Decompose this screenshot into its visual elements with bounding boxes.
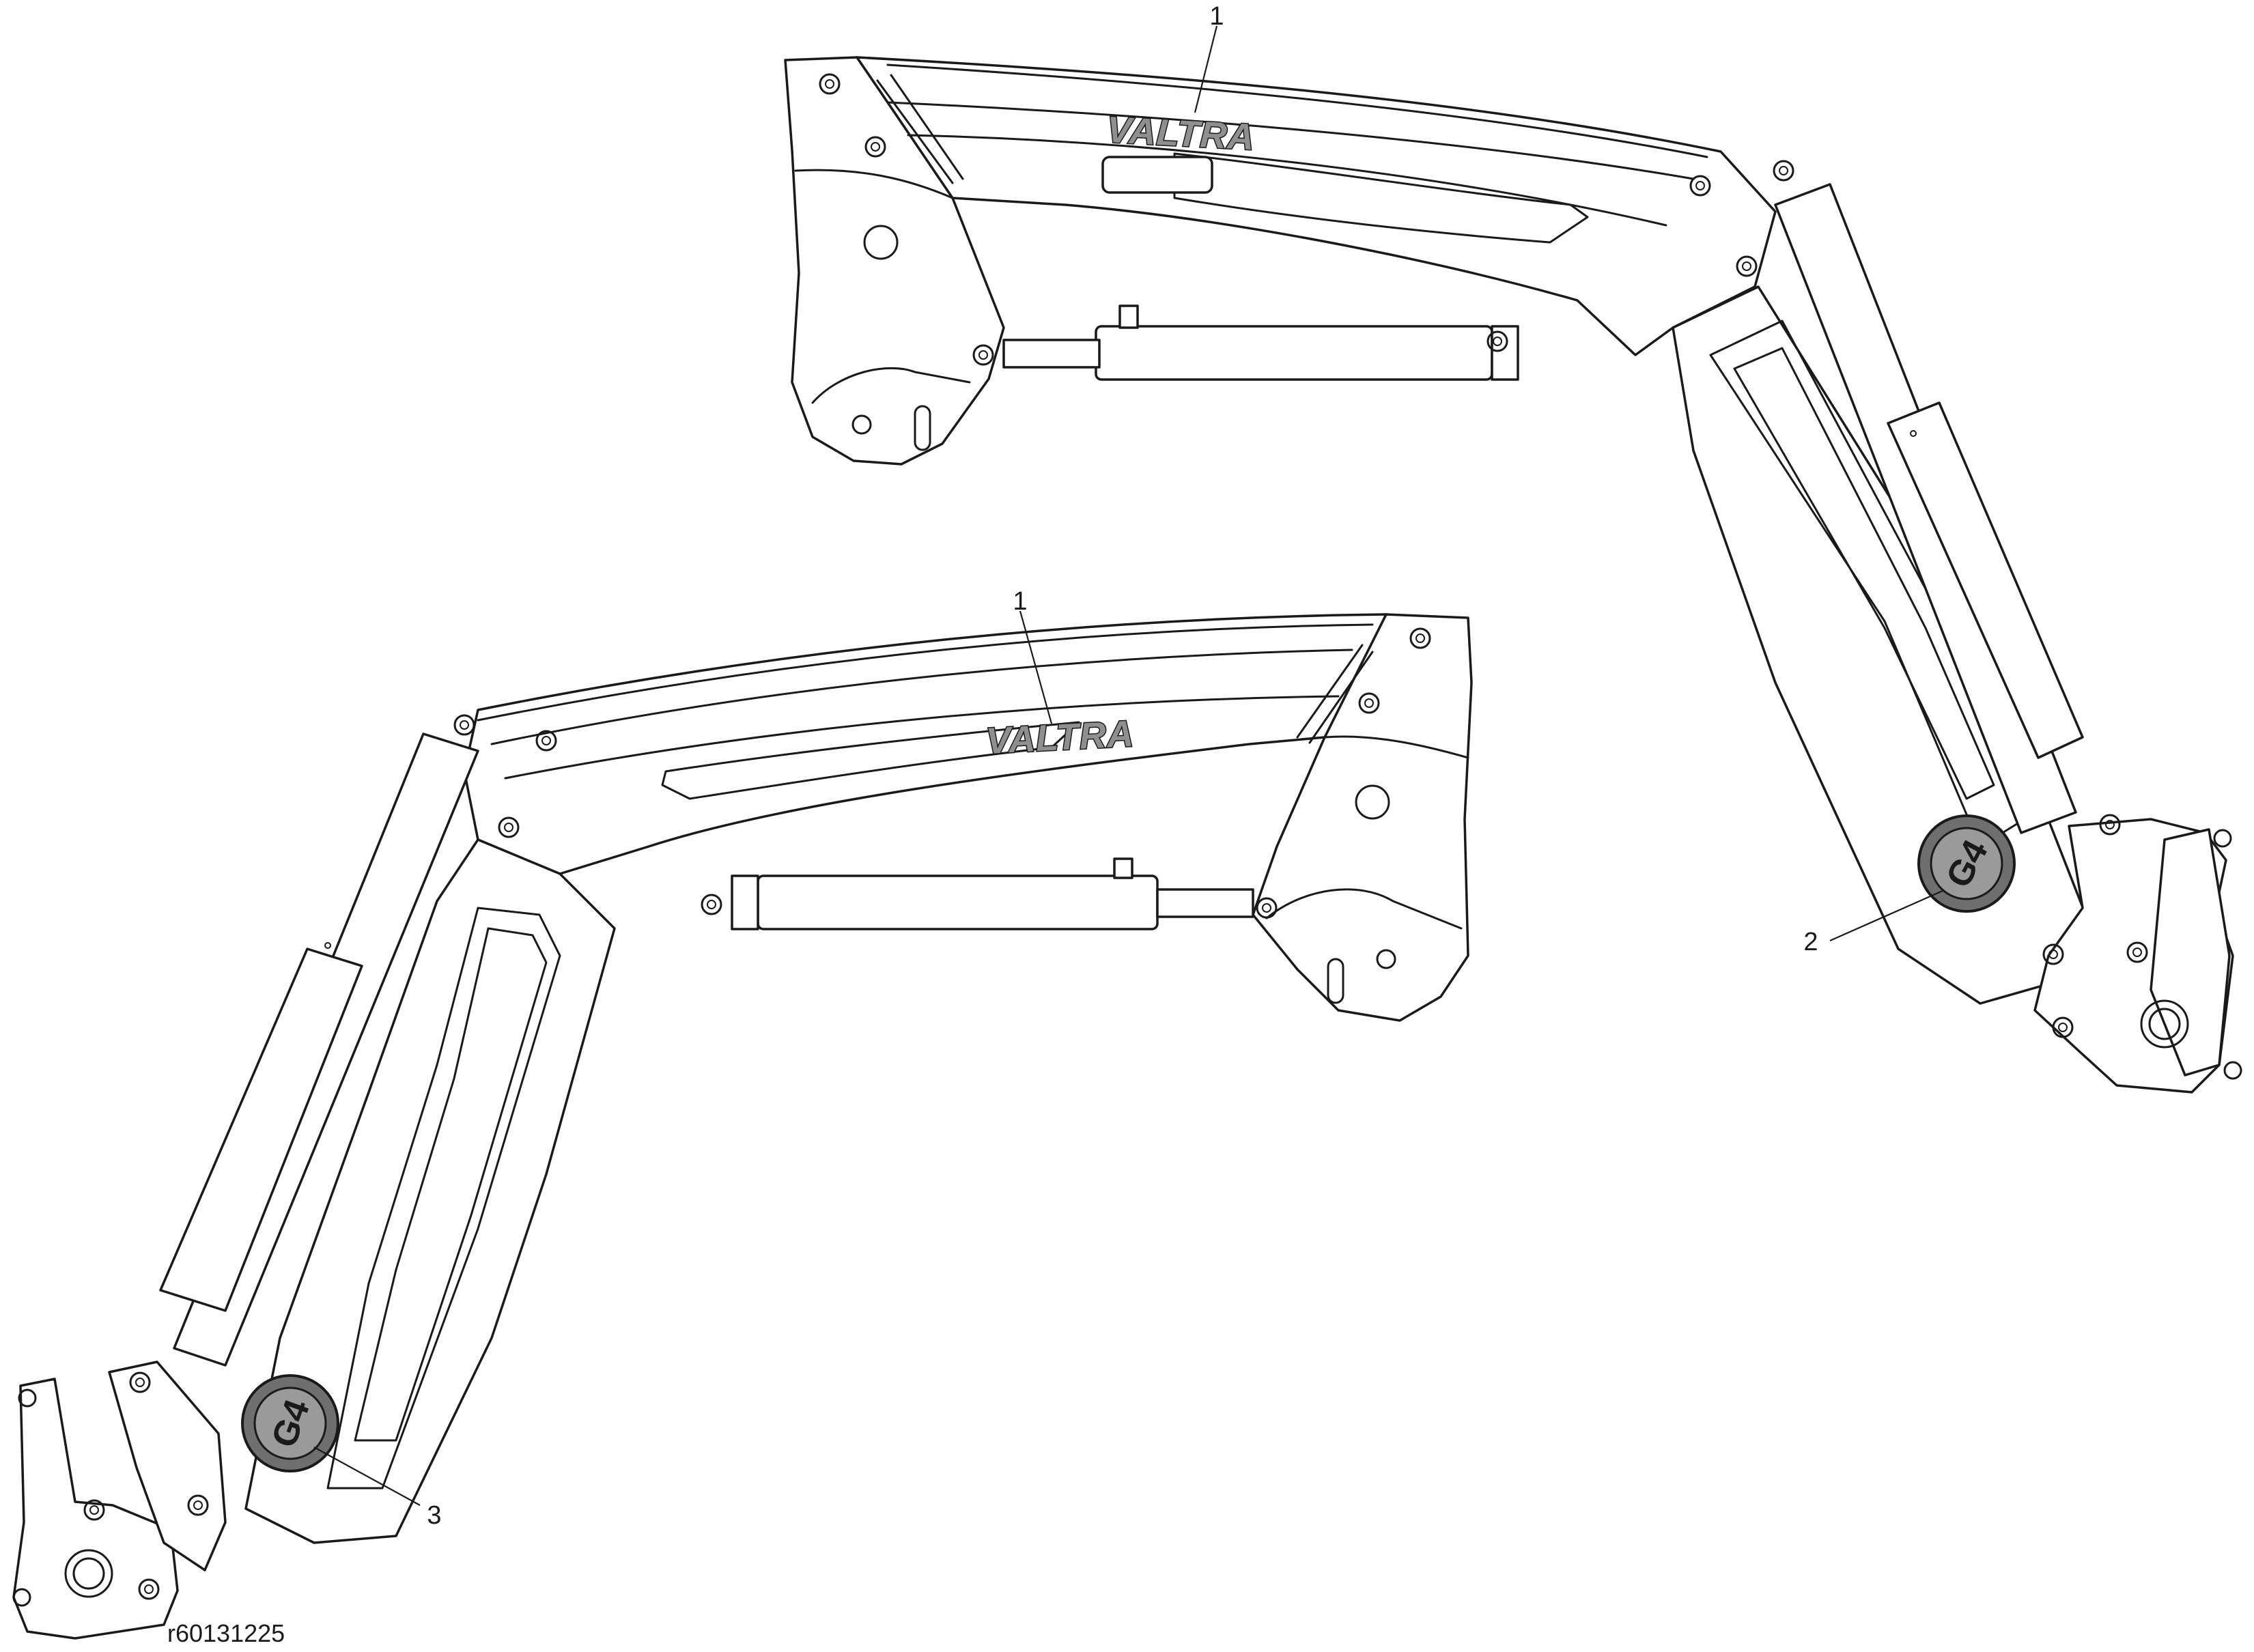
lower-brand-decal: VALTRA [984, 712, 1136, 763]
callout-upper-model-badge: 2 [1803, 928, 1818, 956]
upper-model-badge: G4 [1917, 814, 2016, 913]
lower-vertical-arm [244, 838, 616, 1544]
upper-brand-text: VALTRA [1105, 109, 1256, 158]
lower-lift-cylinder [757, 874, 1159, 930]
drawing-reference-code: r60131225 [167, 1619, 285, 1647]
lower-model-badge: G4 [241, 1374, 339, 1472]
upper-loader-arm: G4 VALTRA [784, 56, 2242, 1094]
upper-boom [856, 56, 1777, 356]
lower-pivot-bolts [12, 627, 1431, 1607]
lower-implement-carrier [12, 1378, 179, 1640]
callouts: 1 1 2 3 [313, 2, 1943, 1530]
lower-boom [463, 613, 1387, 875]
callout-lower-model-badge: 3 [427, 1501, 441, 1530]
lower-loader-arm: G4 VALTRA [12, 613, 1473, 1640]
lower-mounting-bracket [1252, 613, 1473, 1022]
upper-pivot-bolts [819, 73, 2242, 1080]
callout-upper-brand-decal: 1 [1209, 2, 1224, 31]
upper-lift-cylinder [1095, 325, 1493, 381]
lower-brand-text: VALTRA [985, 713, 1135, 762]
callout-lower-brand-decal: 1 [1013, 587, 1027, 616]
upper-brand-decal: VALTRA [1105, 109, 1257, 159]
